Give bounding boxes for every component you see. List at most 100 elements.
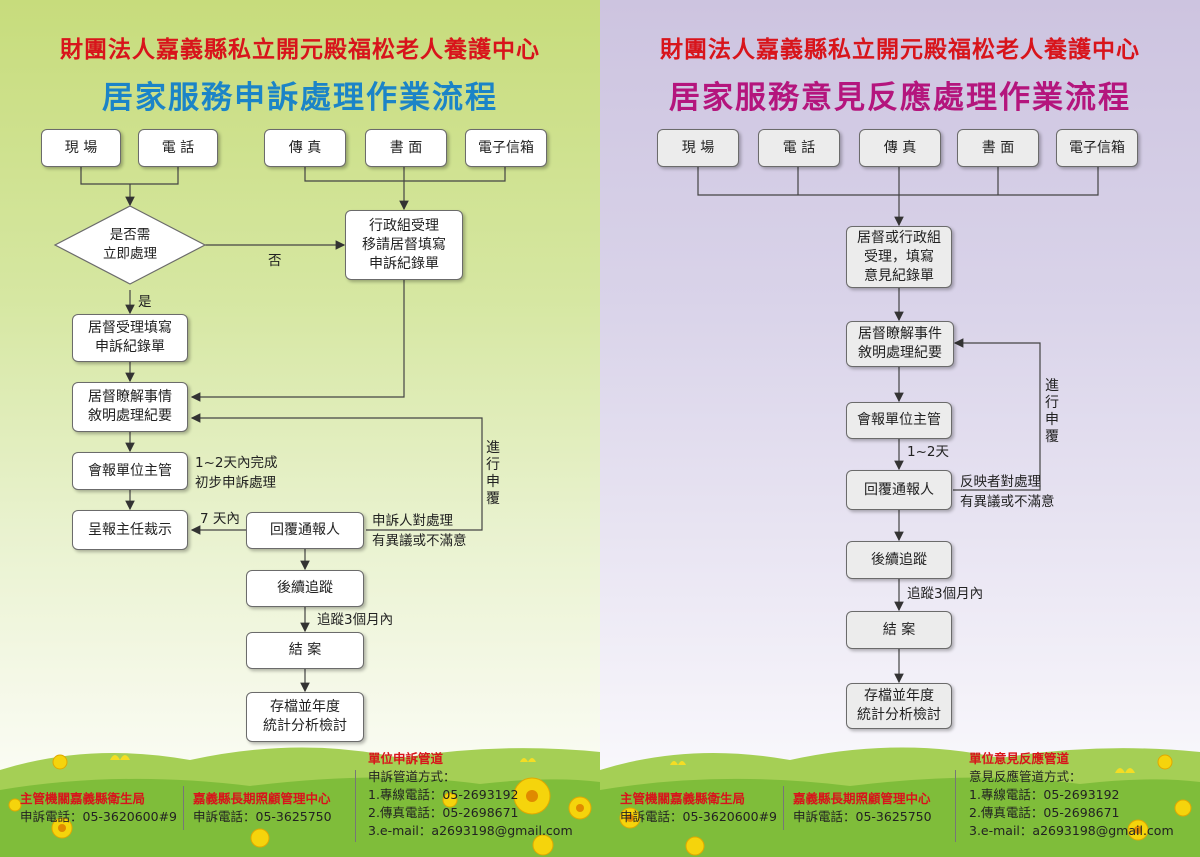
source-email: 電子信箱 [465,129,547,167]
source-phone: 電 話 [758,129,840,167]
source-letter: 書 面 [957,129,1039,167]
grass-decoration [0,747,600,857]
unit-phone: 1.專線電話：05-2693192 [368,787,519,802]
follow-note: 追蹤3個月內 [317,612,394,628]
report-note-line1: 1~2天內完成 [195,455,278,471]
follow-up-box: 後續追蹤 [246,570,364,607]
objection-line1: 反映者對處理 [960,474,1041,490]
flow-connectors [53,167,506,693]
footer-divider [955,770,956,842]
archive-box: 存檔並年度 統計分析檢討 [846,683,952,729]
understand-line1: 居督瞭解事情 [88,389,172,405]
yes-label: 是 [138,294,152,310]
unit-title: 單位申訴管道 [368,751,444,766]
archive-line1: 存檔並年度 [270,699,340,715]
objection-note: 申訴人對處理 有異議或不滿意 [372,511,467,551]
days-note: 1~2天 [907,444,949,460]
unit-email: 3.e-mail：a2693198@gmail.com [969,823,1174,838]
no-label: 否 [268,253,282,269]
reply-reporter-box: 回覆通報人 [846,470,952,510]
grass-decoration [600,747,1200,857]
objection-note: 反映者對處理 有異議或不滿意 [960,472,1055,512]
admin-line1: 行政組受理 [369,217,439,234]
unit-method: 申訴管道方式： [368,769,456,784]
flow-connectors [697,167,1099,684]
footer-authority: 主管機關嘉義縣衛生局 申訴電話：05-3620600#9 [20,790,177,826]
footer-center: 嘉義縣長期照顧管理中心 申訴電話：05-3625750 [793,790,932,826]
supervisor-understand-box: 居督瞭解事情 敘明處理紀要 [72,382,188,432]
source-onsite: 現 場 [657,129,739,167]
footer-divider [183,786,184,830]
footer-divider [355,770,356,842]
source-phone: 電 話 [138,129,218,167]
footer-divider [783,786,784,830]
accept-line2: 受理，填寫 [864,248,934,265]
unit-method: 意見反應管道方式： [969,769,1082,784]
feedback-flow-panel: 財團法人嘉義縣私立開元殿福松老人養護中心 居家服務意見反應處理作業流程 現 場 … [600,0,1200,857]
footer-unit: 單位意見反應管道 意見反應管道方式： 1.專線電話：05-2693192 2.傳… [969,750,1174,840]
footer-authority: 主管機關嘉義縣衛生局 申訴電話：05-3620600#9 [620,790,777,826]
footer-unit: 單位申訴管道 申訴管道方式： 1.專線電話：05-2693192 2.傳真電話：… [368,750,573,840]
accept-box: 居督或行政組 受理，填寫 意見紀錄單 [846,226,952,288]
source-fax: 傳 真 [859,129,941,167]
loop-label: 進行申覆 [1045,378,1059,445]
org-name: 財團法人嘉義縣私立開元殿福松老人養護中心 [60,37,540,63]
close-case-box: 結 案 [846,611,952,649]
objection-line1: 申訴人對處理 [372,513,453,529]
org-name: 財團法人嘉義縣私立開元殿福松老人養護中心 [660,37,1140,63]
center-phone: 申訴電話：05-3625750 [793,809,932,824]
fill-line2: 申訴紀錄單 [95,339,165,355]
admin-accept-box: 行政組受理 移請居督填寫 申訴紀錄單 [345,210,463,280]
unit-fax: 2.傳真電話：05-2698671 [969,805,1120,820]
unit-email: 3.e-mail：a2693198@gmail.com [368,823,573,838]
objection-line2: 有異議或不滿意 [372,533,467,549]
unit-phone: 1.專線電話：05-2693192 [969,787,1120,802]
archive-line1: 存檔並年度 [864,688,934,704]
archive-line2: 統計分析檢討 [857,707,941,723]
accept-line1: 居督或行政組 [857,229,941,246]
loop-label: 進行申覆 [486,440,500,507]
seven-days-label: 7 天內 [200,511,240,527]
supervisor-fill-box: 居督受理填寫 申訴紀錄單 [72,314,188,362]
footer-center: 嘉義縣長期照顧管理中心 申訴電話：05-3625750 [193,790,332,826]
report-manager-box: 會報單位主管 [846,402,952,439]
source-letter: 書 面 [365,129,447,167]
report-note: 1~2天內完成 初步申訴處理 [195,453,278,493]
source-email: 電子信箱 [1056,129,1138,167]
authority-title: 主管機關嘉義縣衛生局 [620,791,746,806]
follow-note: 追蹤3個月內 [907,586,984,602]
archive-box: 存檔並年度 統計分析檢討 [246,692,364,742]
understand-line2: 敘明處理紀要 [858,345,942,361]
understand-line2: 敘明處理紀要 [88,408,172,424]
admin-line2: 移請居督填寫 [362,236,446,253]
decision-line1: 是否需 [109,227,151,243]
fill-line1: 居督受理填寫 [88,320,172,336]
page-title: 居家服務意見反應處理作業流程 [669,80,1131,116]
unit-title: 單位意見反應管道 [969,751,1070,766]
understand-line1: 居督瞭解事件 [858,326,942,342]
admin-line3: 申訴紀錄單 [369,255,439,272]
source-fax: 傳 真 [264,129,346,167]
follow-up-box: 後續追蹤 [846,541,952,579]
center-title: 嘉義縣長期照顧管理中心 [193,791,331,806]
supervisor-understand-box: 居督瞭解事件 敘明處理紀要 [846,321,954,367]
source-onsite: 現 場 [41,129,121,167]
report-note-line2: 初步申訴處理 [195,475,276,491]
reply-reporter-box: 回覆通報人 [246,512,364,549]
authority-title: 主管機關嘉義縣衛生局 [20,791,146,806]
unit-fax: 2.傳真電話：05-2698671 [368,805,519,820]
decision-line2: 立即處理 [103,246,157,262]
archive-line2: 統計分析檢討 [263,718,347,734]
director-box: 呈報主任裁示 [72,510,188,550]
authority-phone: 申訴電話：05-3620600#9 [620,809,778,824]
close-case-box: 結 案 [246,632,364,669]
authority-phone: 申訴電話：05-3620600#9 [20,809,178,824]
page-title: 居家服務申訴處理作業流程 [102,80,498,116]
accept-line3: 意見紀錄單 [864,267,934,284]
decision-text: 是否需 立即處理 [55,226,205,264]
report-manager-box: 會報單位主管 [72,452,188,490]
complaint-flow-panel: 財團法人嘉義縣私立開元殿福松老人養護中心 居家服務申訴處理作業流程 現 場 電 … [0,0,600,857]
objection-line2: 有異議或不滿意 [960,494,1055,510]
center-title: 嘉義縣長期照顧管理中心 [793,791,931,806]
decision-diamond [53,205,207,285]
